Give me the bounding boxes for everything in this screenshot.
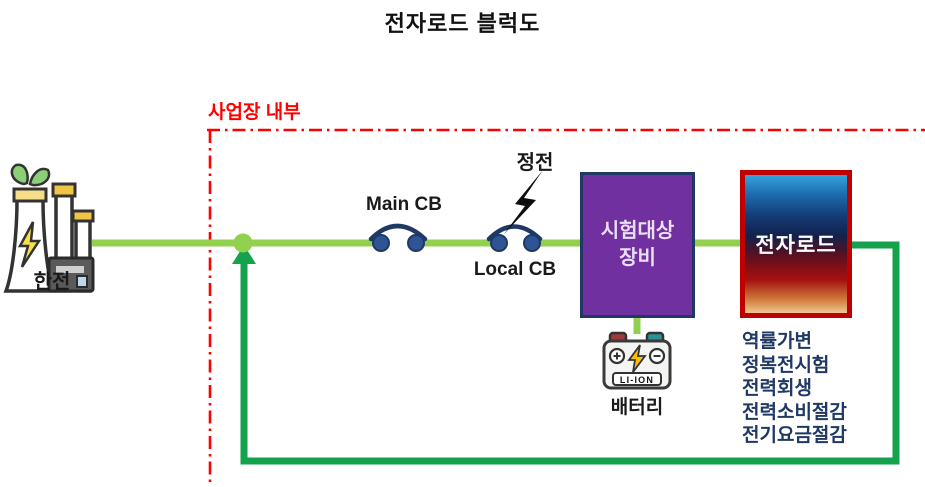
battery-label: 배터리 bbox=[610, 397, 664, 418]
feature-item: 정복전시험 bbox=[742, 354, 830, 376]
regeneration-arrowhead bbox=[232, 245, 256, 264]
outage-label: 정전 bbox=[516, 152, 554, 174]
local-cb-contact-right bbox=[523, 234, 541, 252]
feature-item: 역률가변 bbox=[742, 331, 812, 352]
main-cb-arc bbox=[368, 223, 428, 242]
feature-item: 전기요금절감 bbox=[742, 425, 847, 446]
plus-terminal-glyph bbox=[613, 352, 621, 360]
electronic-load-box: 전자로드 bbox=[740, 170, 852, 318]
lightning-bolt-icon bbox=[504, 170, 543, 234]
main-cb-label: Main CB bbox=[366, 194, 442, 215]
kepco-label: 한전 bbox=[33, 271, 71, 293]
dut-box: 시험대상 장비 bbox=[580, 172, 695, 318]
main-cb-contact-right bbox=[407, 234, 425, 252]
local-cb-label: Local CB bbox=[473, 259, 557, 280]
electronic-load-label: 전자로드 bbox=[755, 234, 837, 257]
power-plant-icon bbox=[3, 163, 95, 293]
main-cb-contact-left bbox=[372, 234, 390, 252]
junction-dot bbox=[233, 233, 253, 253]
feature-list: 역률가변 정복전시험 전력회생 전력소비절감 전기요금절감 bbox=[742, 330, 847, 448]
dut-label-line2: 장비 bbox=[619, 247, 656, 269]
local-cb-contact-left bbox=[490, 234, 508, 252]
site-boundary-label: 사업장 내부 bbox=[208, 102, 301, 123]
feature-item: 전력소비절감 bbox=[742, 401, 847, 423]
page-title: 전자로드 블럭도 bbox=[384, 11, 541, 36]
dut-label-line1: 시험대상 bbox=[600, 220, 675, 242]
battery-chemistry-text: LI-ION bbox=[620, 375, 654, 385]
regeneration-loop-line bbox=[240, 241, 900, 465]
feature-item: 전력회생 bbox=[742, 378, 812, 399]
battery-icon: LI-ION bbox=[602, 331, 672, 390]
